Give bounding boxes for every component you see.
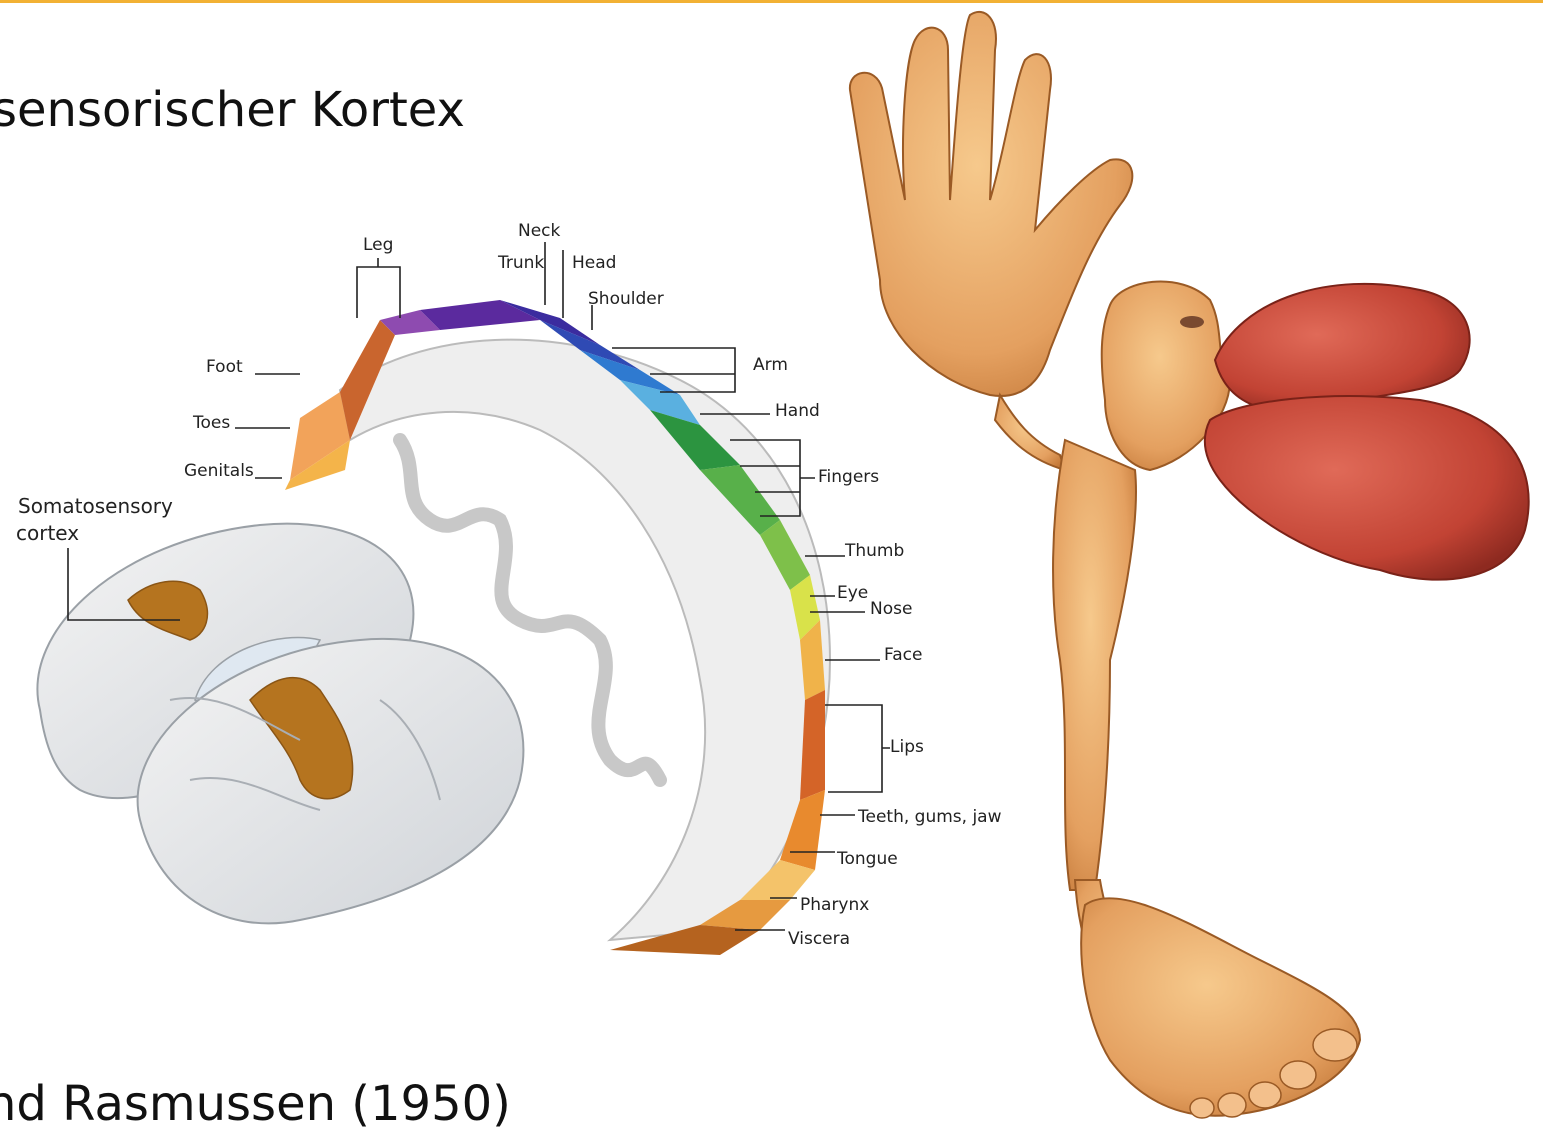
label-trunk: Trunk bbox=[497, 253, 544, 273]
label-somatosensory-cortex-line2: cortex bbox=[16, 521, 79, 545]
label-eye: Eye bbox=[837, 583, 868, 603]
label-face: Face bbox=[884, 645, 922, 665]
label-nose: Nose bbox=[870, 599, 912, 619]
label-viscera: Viscera bbox=[788, 929, 850, 949]
label-pharynx: Pharynx bbox=[800, 895, 869, 915]
label-arm: Arm bbox=[753, 355, 788, 375]
label-foot: Foot bbox=[206, 357, 243, 377]
sensory-homunculus-figure bbox=[850, 12, 1529, 1118]
label-leg: Leg bbox=[363, 235, 393, 255]
slide-footer-citation: nd Rasmussen (1950) bbox=[0, 1076, 511, 1132]
label-tongue: Tongue bbox=[836, 849, 898, 869]
label-fingers: Fingers bbox=[818, 467, 879, 487]
brain-hemisphere-figure bbox=[37, 524, 523, 924]
label-shoulder: Shoulder bbox=[588, 289, 664, 309]
label-genitals: Genitals bbox=[184, 461, 254, 481]
label-head: Head bbox=[572, 253, 616, 273]
label-toes: Toes bbox=[192, 413, 230, 433]
label-thumb: Thumb bbox=[844, 541, 904, 561]
label-somatosensory-cortex-line1: Somatosensory bbox=[18, 494, 173, 518]
label-teeth-gums-jaw: Teeth, gums, jaw bbox=[857, 807, 1002, 827]
label-lips: Lips bbox=[890, 737, 924, 757]
label-neck: Neck bbox=[518, 221, 561, 241]
label-hand: Hand bbox=[775, 401, 820, 421]
